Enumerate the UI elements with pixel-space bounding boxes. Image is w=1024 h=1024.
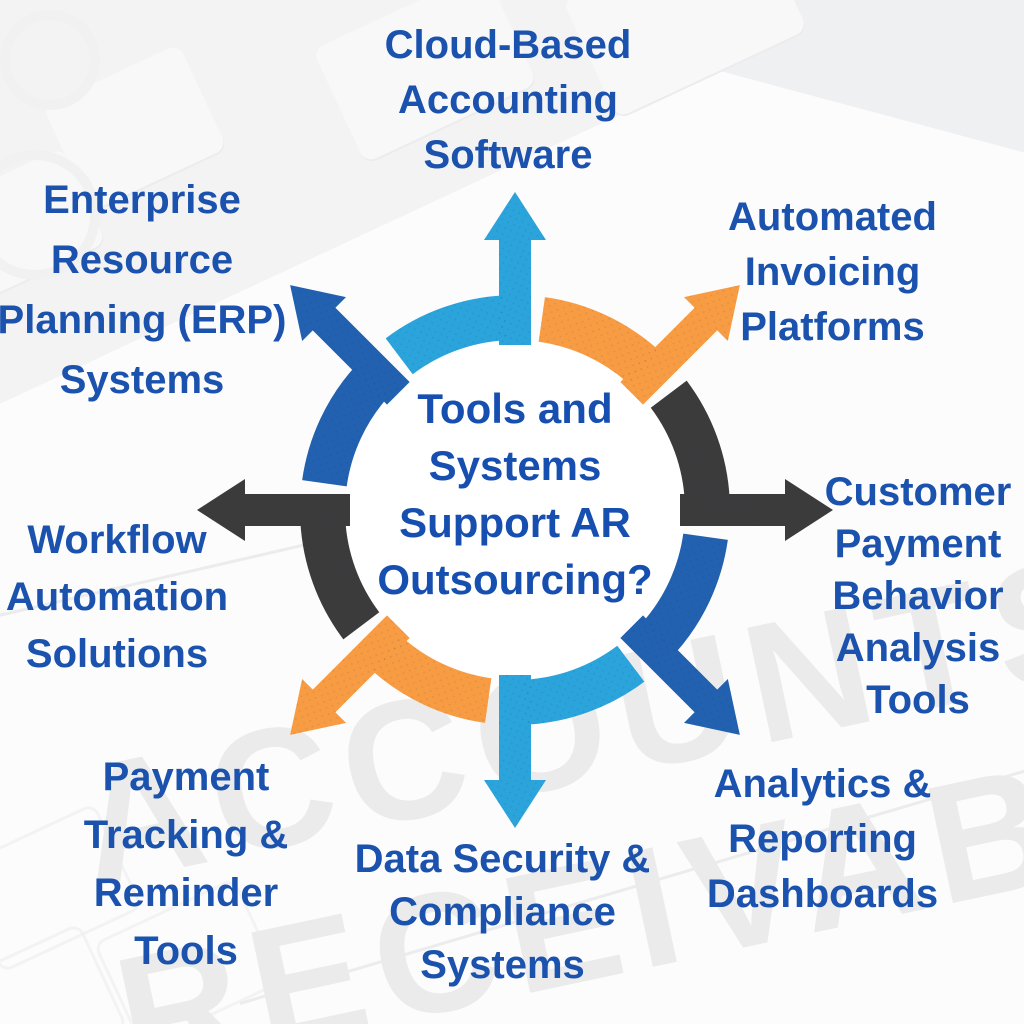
- arrow-bottom-left: [290, 615, 492, 735]
- cable-loop: [0, 10, 100, 110]
- center-circle: [345, 340, 685, 680]
- arrow-left: [197, 479, 380, 640]
- arrow-top: [385, 192, 546, 375]
- label-data-security-compliance-systems: Data Security & Compliance Systems: [354, 837, 651, 987]
- label-enterprise-resource-planning-erp-systems: Enterprise Resource Planning (ERP) Syste…: [0, 178, 287, 402]
- label-workflow-automation-solutions: Workflow Automation Solutions: [5, 518, 229, 676]
- label-customer-payment-behavior-analysis-tools: Customer Payment Behavior Analysis Tools: [824, 470, 1012, 722]
- label-automated-invoicing-platforms: Automated Invoicing Platforms: [728, 195, 937, 349]
- arrow-bottom-right: [620, 533, 740, 735]
- label-cloud-based-accounting-software: Cloud-Based Accounting Software: [384, 23, 632, 177]
- arrow-top-right: [538, 285, 740, 405]
- center-title: Tools and Systems Support AR Outsourcing…: [377, 385, 653, 603]
- arrow-right: [650, 380, 833, 541]
- arrow-bottom: [484, 645, 645, 828]
- label-payment-tracking-reminder-tools: Payment Tracking & Reminder Tools: [83, 755, 289, 973]
- cable-loop: [0, 150, 100, 280]
- arrow-top-left: [290, 285, 410, 487]
- label-analytics-reporting-dashboards: Analytics & Reporting Dashboards: [706, 762, 939, 916]
